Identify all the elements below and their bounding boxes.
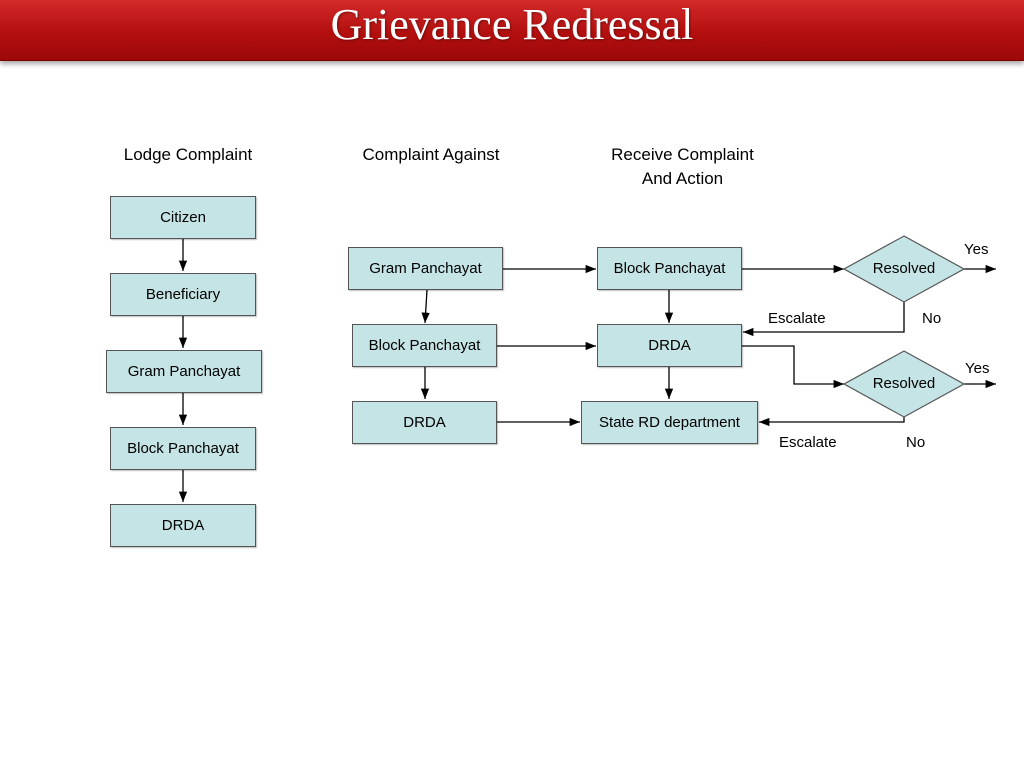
arrow-resolved-1-escalate (743, 302, 905, 337)
receive-box-block-panchayat: Block Panchayat (597, 247, 742, 290)
decision-1-escalate-label: Escalate (768, 310, 826, 327)
lodge-box-drda: DRDA (110, 504, 256, 547)
arrow-against-gram-to-block (421, 289, 430, 324)
decision-1-yes-label: Yes (964, 241, 989, 258)
decision-1-no-label: No (922, 310, 942, 327)
lodge-box-citizen: Citizen (110, 196, 256, 239)
lodge-box-beneficiary: Beneficiary (110, 273, 256, 316)
arrow-to-resolved-2 (742, 345, 844, 389)
header-receive-complaint-line2: And Action (641, 169, 724, 188)
header-receive-complaint-line1: Receive Complaint (611, 145, 754, 164)
title-bar: Grievance Redressal (0, 0, 1024, 61)
against-box-block-panchayat: Block Panchayat (352, 324, 497, 367)
header-complaint-against: Complaint Against (362, 145, 500, 164)
decision-2-escalate-label: Escalate (779, 434, 837, 451)
decision-diamond-2 (842, 350, 966, 418)
against-box-gram-panchayat: Gram Panchayat (348, 247, 503, 290)
lodge-box-gram-panchayat: Gram Panchayat (106, 350, 262, 393)
decision-diamond-1 (842, 235, 966, 303)
decision-2-label: Resolved (872, 375, 936, 392)
receive-box-drda: DRDA (597, 324, 742, 367)
lodge-box-block-panchayat: Block Panchayat (110, 427, 256, 470)
header-lodge-complaint: Lodge Complaint (123, 145, 253, 164)
decision-2-no-label: No (906, 434, 926, 451)
decision-1-label: Resolved (872, 260, 936, 277)
arrow-resolved-2-escalate (759, 417, 905, 427)
decision-2-yes-label: Yes (965, 360, 990, 377)
receive-box-state-rd-department: State RD department (581, 401, 758, 444)
against-box-drda: DRDA (352, 401, 497, 444)
page-title: Grievance Redressal (330, 0, 694, 49)
